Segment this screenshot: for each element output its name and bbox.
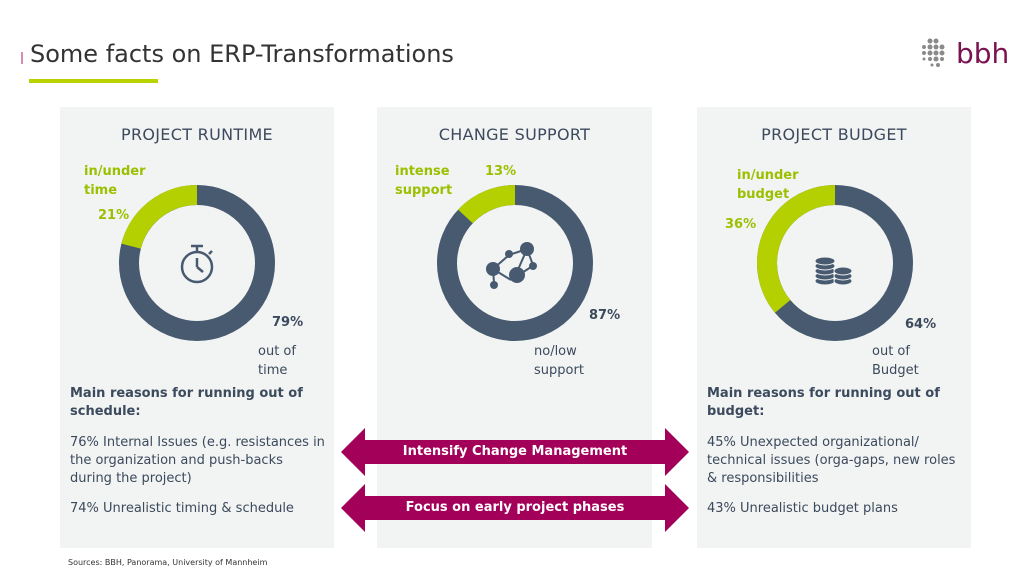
green-percent: 36% <box>725 217 757 232</box>
sources-note: Sources: BBH, Panorama, University of Ma… <box>68 558 268 567</box>
page-title: Some facts on ERP-Transformations <box>30 40 454 68</box>
title-marker <box>21 52 23 64</box>
dark-percent: 64% <box>905 317 937 332</box>
panel-project-budget: PROJECT BUDGET in/under budget 36% 64% o… <box>697 107 971 548</box>
logo-text: bbh <box>956 37 1009 70</box>
green-segment <box>119 185 275 341</box>
dark-label: no/low support <box>534 344 584 378</box>
dark-label: out of time <box>258 344 296 378</box>
panel-title: PROJECT RUNTIME <box>121 125 273 144</box>
reason-item: 45% Unexpected organizational/ technical… <box>707 435 956 486</box>
coins-icon <box>814 256 853 286</box>
reasons-title: Main reasons for running out of budget: <box>707 386 940 419</box>
bbh-logo: bbh <box>920 36 1012 74</box>
green-percent: 13% <box>485 164 517 179</box>
reason-item: 74% Unrealistic timing & schedule <box>70 501 294 516</box>
reason-item: 43% Unrealistic budget plans <box>707 501 898 516</box>
green-label: in/under budget <box>737 168 799 202</box>
panel-title: PROJECT BUDGET <box>761 125 907 144</box>
dark-percent: 79% <box>272 315 304 330</box>
double-arrow-early-phases: Focus on early project phases <box>341 484 689 532</box>
arrow-label: Focus on early project phases <box>405 500 625 515</box>
double-arrow-change-management: Intensify Change Management <box>341 428 689 476</box>
dark-percent: 87% <box>589 308 621 323</box>
green-percent: 21% <box>98 208 130 223</box>
runtime-donut <box>119 185 275 341</box>
reasons-title: Main reasons for running out of schedule… <box>70 386 303 419</box>
stopwatch-icon <box>180 244 214 284</box>
panel-project-runtime: PROJECT RUNTIME in/under time 21% 79% ou… <box>60 107 334 548</box>
green-segment <box>437 185 593 341</box>
green-label: in/under time <box>84 164 146 198</box>
arrow-label: Intensify Change Management <box>402 444 628 459</box>
dark-label: out of Budget <box>872 344 919 378</box>
green-segment <box>757 185 913 341</box>
change-support-donut <box>437 185 593 341</box>
reason-item: 76% Internal Issues (e.g. resistances in… <box>70 435 325 486</box>
panel-change-support: CHANGE SUPPORT intense support 13% 87% n… <box>377 107 652 548</box>
panel-title: CHANGE SUPPORT <box>438 125 591 144</box>
title-underline <box>29 79 158 83</box>
budget-donut <box>757 185 913 341</box>
green-label: intense support <box>395 164 453 198</box>
